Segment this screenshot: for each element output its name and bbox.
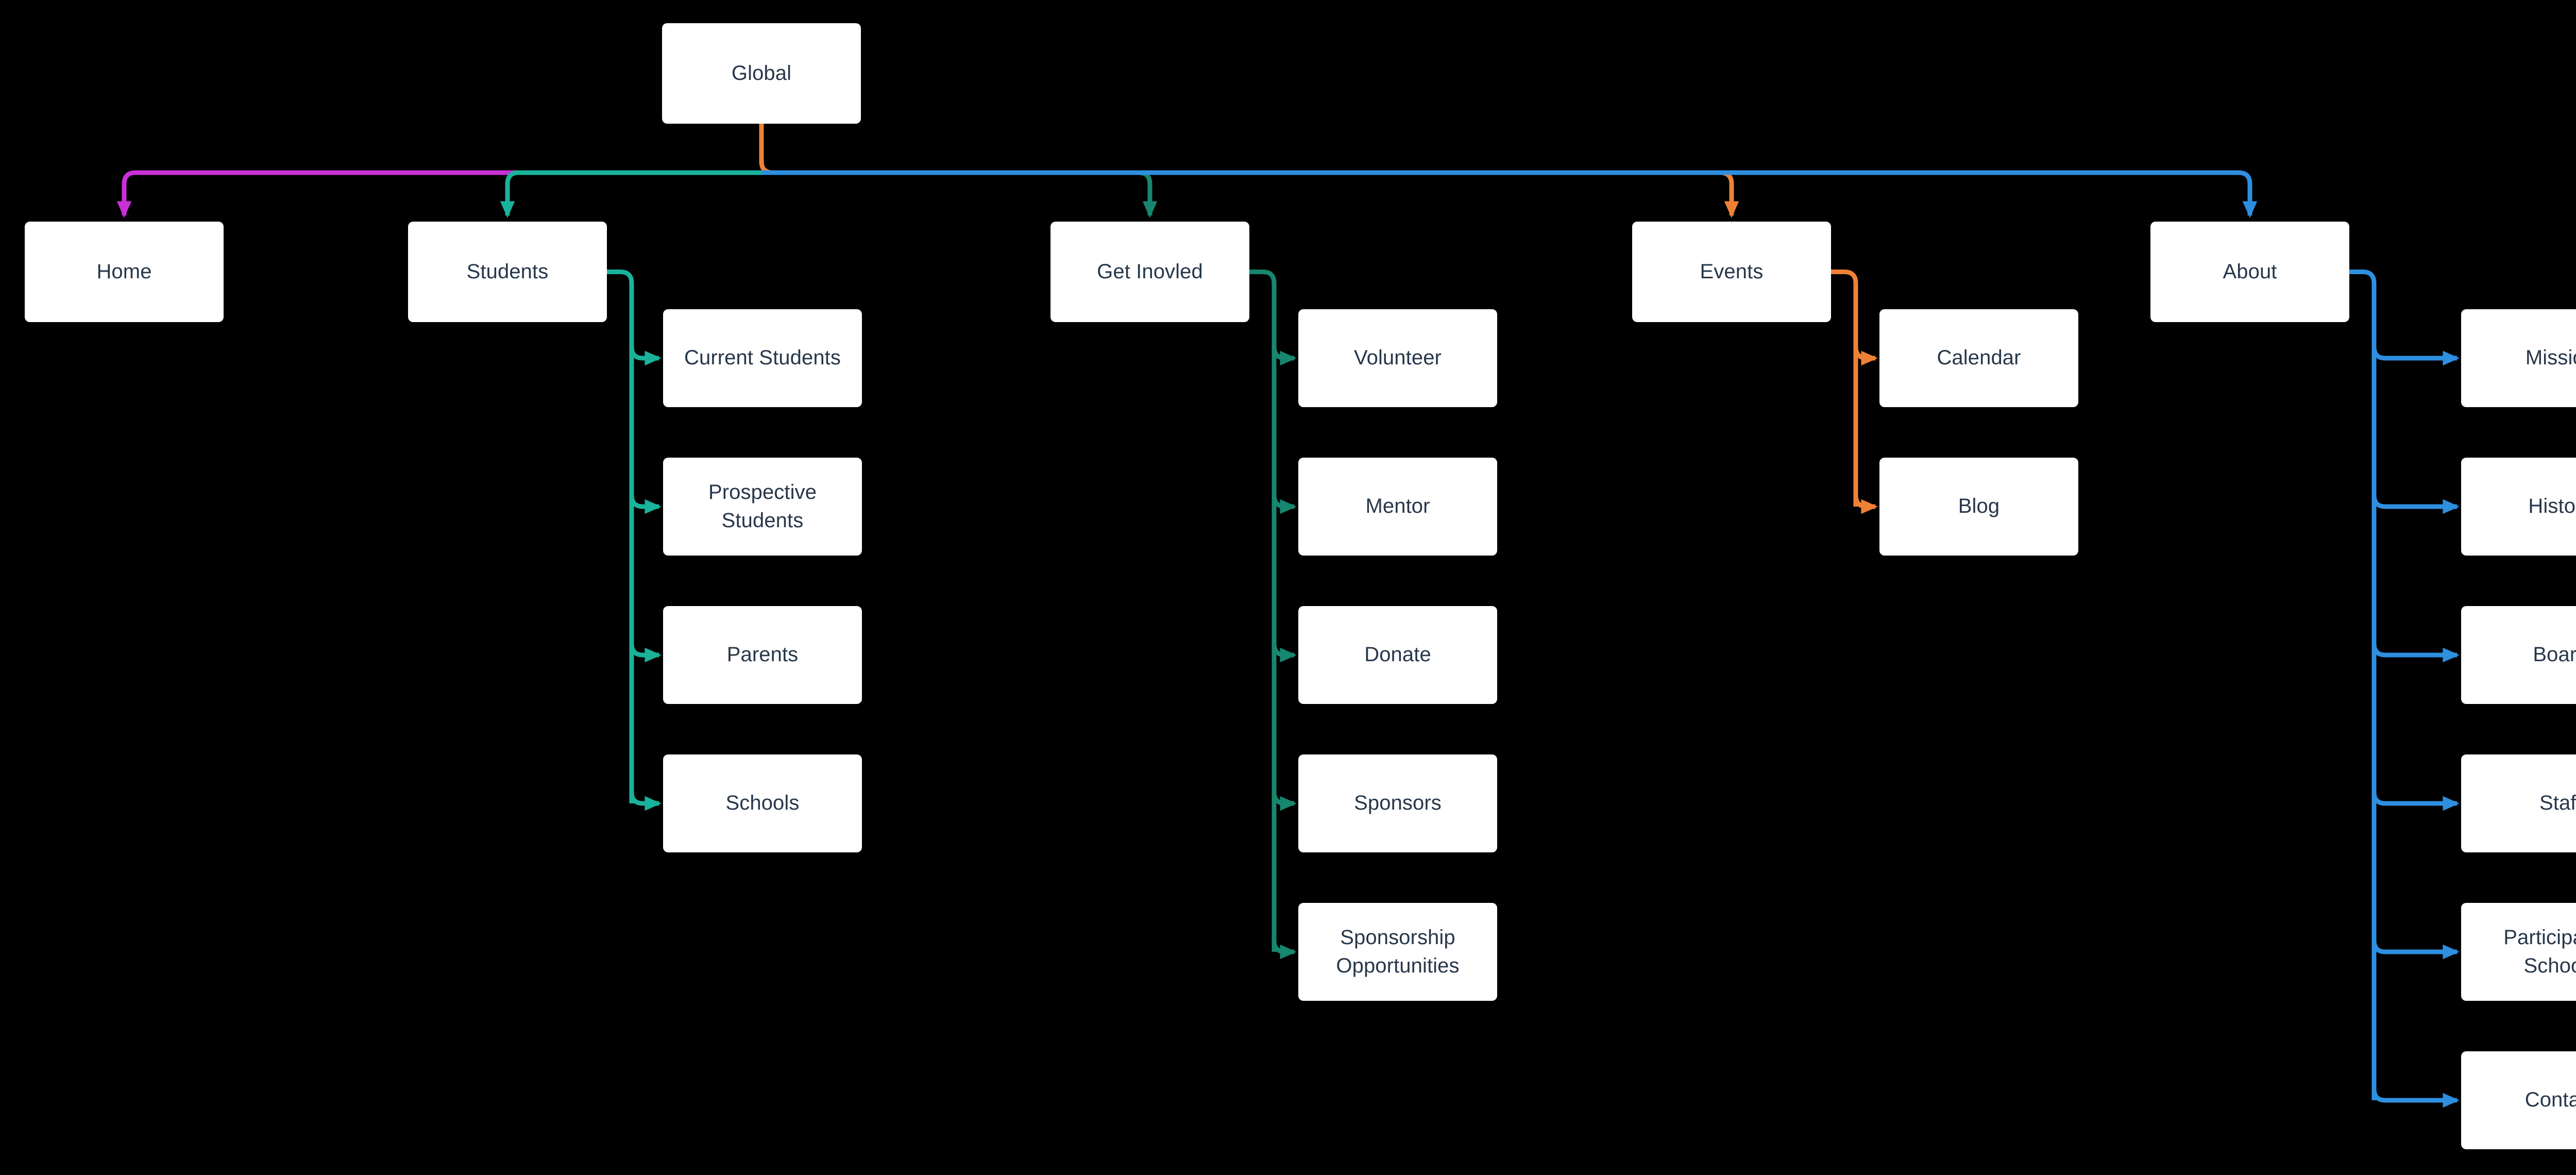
edge-students-to-current-students — [629, 346, 662, 366]
node-label: Get Inovled — [1097, 260, 1203, 283]
node-students-prospective-students[interactable]: Prospective Students — [663, 458, 862, 556]
node-label: Participating Schools — [2503, 926, 2576, 977]
node-events-calendar[interactable]: Calendar — [1879, 309, 2078, 407]
node-label: Mentor — [1365, 495, 1430, 518]
node-label: Volunteer — [1354, 346, 1442, 370]
node-get-inovled-sponsors[interactable]: Sponsors — [1298, 754, 1497, 852]
node-get-inovled-mentor[interactable]: Mentor — [1298, 458, 1497, 556]
node-label: Prospective Students — [708, 480, 817, 532]
node-label: Parents — [726, 643, 799, 666]
node-label: Students — [466, 260, 549, 283]
edge-get-inovled-to-sponsors — [1272, 792, 1297, 811]
node-label: Home — [96, 260, 152, 283]
node-about[interactable]: About — [2150, 222, 2349, 322]
trunk-stem — [759, 124, 773, 175]
node-label: Sponsorship Opportunities — [1336, 926, 1460, 977]
node-label: Blog — [1958, 495, 2000, 518]
node-about-participating-schools[interactable]: Participating Schools — [2461, 903, 2576, 1001]
node-get-inovled-donate[interactable]: Donate — [1298, 606, 1497, 704]
node-get-inovled[interactable]: Get Inovled — [1050, 222, 1249, 322]
node-label: Current Students — [684, 346, 841, 370]
edge-about-to-history — [2371, 495, 2460, 514]
node-get-inovled-sponsorship-opportunities[interactable]: Sponsorship Opportunities — [1298, 903, 1497, 1001]
node-about-staff[interactable]: Staff — [2461, 754, 2576, 852]
node-about-contact[interactable]: Contact — [2461, 1051, 2576, 1149]
node-students-parents[interactable]: Parents — [663, 606, 862, 704]
node-home[interactable]: Home — [25, 222, 224, 322]
edge-about-to-participating-schools — [2371, 940, 2460, 960]
edge-about-to-mission — [2371, 346, 2460, 366]
edge-root-to-get-inovled — [761, 170, 1158, 218]
node-about-mission[interactable]: Mission — [2461, 309, 2576, 407]
node-events-blog[interactable]: Blog — [1879, 458, 2078, 556]
node-students-schools[interactable]: Schools — [663, 754, 862, 852]
edge-root-to-students — [500, 170, 761, 218]
node-get-inovled-volunteer[interactable]: Volunteer — [1298, 309, 1497, 407]
node-label: Events — [1700, 260, 1764, 283]
spine-events — [1831, 270, 1858, 507]
spine-about — [2349, 270, 2377, 1100]
node-events[interactable]: Events — [1632, 222, 1831, 322]
spine-get-inovled — [1249, 270, 1277, 952]
spine-students — [607, 270, 634, 803]
edge-get-inovled-to-sponsorship-opportunities — [1272, 940, 1297, 960]
edge-get-inovled-to-volunteer — [1272, 346, 1297, 366]
node-label: History — [2528, 495, 2576, 518]
node-label: Schools — [725, 792, 800, 815]
node-root-global[interactable]: Global — [662, 23, 861, 124]
edge-events-to-calendar — [1853, 346, 1878, 366]
node-about-history[interactable]: History — [2461, 458, 2576, 556]
edge-get-inovled-to-mentor — [1272, 495, 1297, 514]
edge-students-to-schools — [629, 792, 662, 811]
node-label: Calendar — [1937, 346, 2021, 370]
edge-students-to-prospective-students — [629, 495, 662, 514]
node-students-current-students[interactable]: Current Students — [663, 309, 862, 407]
edge-about-to-staff — [2371, 792, 2460, 811]
node-label: Donate — [1364, 643, 1431, 666]
edge-root-to-home — [116, 170, 761, 218]
edge-about-to-contact — [2371, 1088, 2460, 1108]
node-label: About — [2223, 260, 2277, 283]
node-label: Global — [731, 61, 792, 85]
node-label: Mission — [2525, 346, 2576, 370]
node-label: Board — [2533, 643, 2576, 666]
node-students[interactable]: Students — [408, 222, 607, 322]
edge-root-to-about — [761, 170, 2258, 218]
node-about-board[interactable]: Board — [2461, 606, 2576, 704]
edge-root-to-events — [761, 170, 1739, 218]
node-label: Staff — [2539, 792, 2576, 815]
edge-students-to-parents — [629, 643, 662, 663]
edge-events-to-blog — [1853, 495, 1878, 514]
edge-get-inovled-to-donate — [1272, 643, 1297, 663]
node-label: Contact — [2524, 1088, 2576, 1112]
node-label: Sponsors — [1354, 792, 1442, 815]
edge-about-to-board — [2371, 643, 2460, 663]
